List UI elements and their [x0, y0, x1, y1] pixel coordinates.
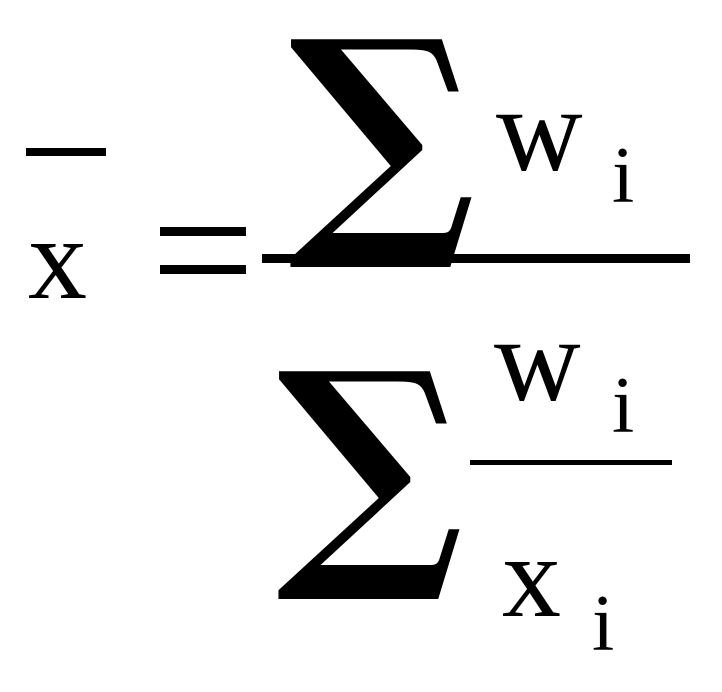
x-bar-overline: [26, 148, 106, 156]
inner-fraction-bar: [470, 460, 672, 465]
denominator-inner-x-subscript-i: i: [592, 580, 615, 668]
equals-sign-bottom-stroke: [160, 265, 246, 274]
numerator-w: w: [496, 63, 583, 196]
numerator-sigma: ∑: [288, 0, 477, 278]
denominator-inner-x: x: [502, 511, 561, 642]
denominator-inner-w: w: [494, 293, 581, 426]
denominator-inner-w-subscript-i: i: [612, 362, 635, 450]
main-fraction-bar: [262, 254, 690, 263]
denominator-sigma: ∑: [276, 316, 465, 610]
equals-sign-top-stroke: [160, 227, 246, 236]
numerator-subscript-i: i: [612, 132, 635, 220]
lhs-x-variable: x: [28, 193, 87, 324]
